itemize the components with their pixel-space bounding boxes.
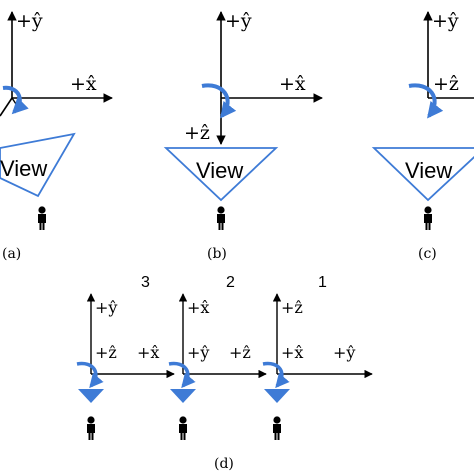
person-icon <box>424 206 432 230</box>
person-icon <box>273 416 281 440</box>
panel-label-c: (c) <box>418 246 437 262</box>
person-icon <box>217 206 225 230</box>
label-plus-y-2: +ŷ <box>187 343 209 362</box>
label-plus-z-b: +ẑ <box>184 122 210 144</box>
rotation-arrow-icon <box>201 83 237 119</box>
view-frustum-2 <box>170 389 196 403</box>
panel-d: 3 2 1 +ŷ +ẑ +x̂ +x̂ +ŷ +ẑ <box>76 274 373 472</box>
view-frustum-b <box>163 147 279 202</box>
label-plus-x-b: +x̂ <box>279 73 306 95</box>
panel-a: +ŷ +x̂ View (a) <box>0 10 113 262</box>
view-label-c: View <box>405 158 452 183</box>
view-frustum-a <box>0 132 76 198</box>
person-icon <box>179 416 187 440</box>
label-plus-y-c: +ŷ <box>432 10 459 32</box>
step-number-3: 3 <box>141 274 150 291</box>
label-plus-y-1: +ŷ <box>333 343 355 362</box>
rotation-arrow-icon <box>76 361 104 389</box>
label-plus-x-2: +x̂ <box>187 298 209 317</box>
z-axis-a <box>0 97 13 117</box>
view-frustum-c <box>371 147 474 202</box>
label-plus-z-1: +ẑ <box>281 298 303 317</box>
view-label-a: View <box>0 156 47 181</box>
label-plus-y-b: +ŷ <box>225 10 252 32</box>
step-number-1: 1 <box>318 274 327 291</box>
person-icon <box>38 206 46 230</box>
frame-3: +ŷ +ẑ +x̂ <box>76 293 175 440</box>
panel-label-d: (d) <box>214 456 234 472</box>
label-plus-z-2: +ẑ <box>229 343 251 362</box>
rotation-arrow-icon <box>408 83 444 119</box>
panel-c: +ŷ +ẑ View (c) <box>371 10 474 262</box>
label-plus-y-3: +ŷ <box>95 298 117 317</box>
view-frustum-3 <box>78 389 104 403</box>
panel-label-b: (b) <box>207 246 227 262</box>
label-plus-z-3: +ẑ <box>95 343 117 362</box>
label-plus-z-c: +ẑ <box>433 73 459 95</box>
view-frustum-1 <box>264 389 290 403</box>
label-plus-x-1: +x̂ <box>281 343 303 362</box>
person-icon <box>87 416 95 440</box>
rotation-arrow-icon <box>262 361 290 389</box>
label-plus-x-a: +x̂ <box>70 73 97 95</box>
rotation-arrow-icon <box>168 361 196 389</box>
panel-label-a: (a) <box>2 246 21 262</box>
step-number-2: 2 <box>226 274 235 291</box>
panel-b: +ŷ +x̂ +ẑ View (b) <box>163 10 323 262</box>
frame-1: +ẑ +x̂ +ŷ <box>262 293 373 440</box>
rotation-arrow-icon <box>2 85 29 115</box>
label-plus-x-3: +x̂ <box>137 343 159 362</box>
view-label-b: View <box>196 158 243 183</box>
frame-2: +x̂ +ŷ +ẑ <box>168 293 267 440</box>
label-plus-y-a: +ŷ <box>16 10 43 32</box>
